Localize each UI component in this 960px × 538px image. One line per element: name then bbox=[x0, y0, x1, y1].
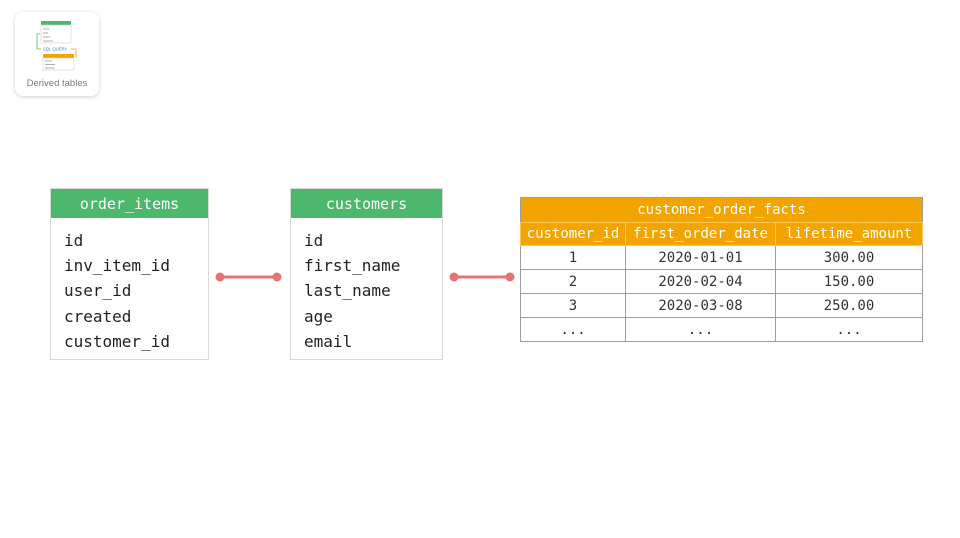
join-connector-order-items-customers bbox=[215, 272, 282, 282]
field-item: id bbox=[64, 231, 84, 250]
table-cell: ... bbox=[520, 317, 626, 342]
table-cell: 3 bbox=[520, 293, 626, 318]
mini-facts-header bbox=[43, 54, 74, 58]
thumbnail-caption: Derived tables bbox=[26, 78, 88, 89]
join-connector-customers-facts bbox=[449, 272, 515, 282]
table-cell: 2020-02-04 bbox=[625, 269, 776, 294]
derived-tables-thumbnail: SQL QUERY Derived tables bbox=[15, 12, 99, 96]
table-cell: 150.00 bbox=[774, 269, 924, 294]
order-items-table: order_items id inv_item_id user_id creat… bbox=[50, 188, 209, 360]
mini-table-header bbox=[41, 21, 71, 25]
field-item: age bbox=[304, 306, 333, 326]
table-cell: ... bbox=[625, 317, 776, 342]
derived-tables-icon: SQL QUERY bbox=[36, 21, 77, 71]
customers-table: customers id first_name last_name age em… bbox=[290, 188, 443, 360]
customer-order-facts-table: customer_order_facts customer_id first_o… bbox=[519, 197, 924, 342]
field-item: first_name bbox=[304, 256, 401, 276]
field-item: created bbox=[64, 306, 132, 326]
table-cell: 300.00 bbox=[774, 245, 924, 270]
table-cell: 1 bbox=[520, 245, 626, 270]
table-row: ... ... ... bbox=[520, 317, 924, 342]
field-item: last_name bbox=[304, 281, 391, 301]
column-header: customer_id bbox=[520, 222, 626, 246]
table-cell: 2 bbox=[520, 269, 626, 294]
table-row: 3 2020-03-08 250.00 bbox=[520, 293, 924, 318]
table-cell: ... bbox=[774, 317, 924, 342]
column-header: first_order_date bbox=[625, 222, 776, 246]
table-row: 1 2020-01-01 300.00 bbox=[520, 245, 924, 270]
order-items-title: order_items bbox=[51, 189, 208, 218]
mini-table-body bbox=[40, 24, 72, 44]
customers-title: customers bbox=[291, 189, 442, 218]
field-item: customer_id bbox=[64, 331, 170, 351]
table-cell: 2020-03-08 bbox=[625, 293, 776, 318]
mini-query-label: SQL QUERY bbox=[43, 47, 67, 52]
field-item: email bbox=[304, 331, 353, 351]
field-item: inv_item_id bbox=[64, 256, 170, 276]
facts-title: customer_order_facts bbox=[519, 197, 924, 223]
customers-fields: id first_name last_name age email bbox=[291, 218, 442, 354]
column-header: lifetime_amount bbox=[774, 222, 924, 246]
field-item: id bbox=[304, 231, 324, 250]
field-item: user_id bbox=[64, 281, 132, 301]
table-row: 2 2020-02-04 150.00 bbox=[520, 269, 924, 294]
table-cell: 250.00 bbox=[774, 293, 924, 318]
table-cell: 2020-01-01 bbox=[625, 245, 776, 270]
order-items-fields: id inv_item_id user_id created customer_… bbox=[51, 218, 208, 354]
mini-connector bbox=[36, 33, 41, 50]
